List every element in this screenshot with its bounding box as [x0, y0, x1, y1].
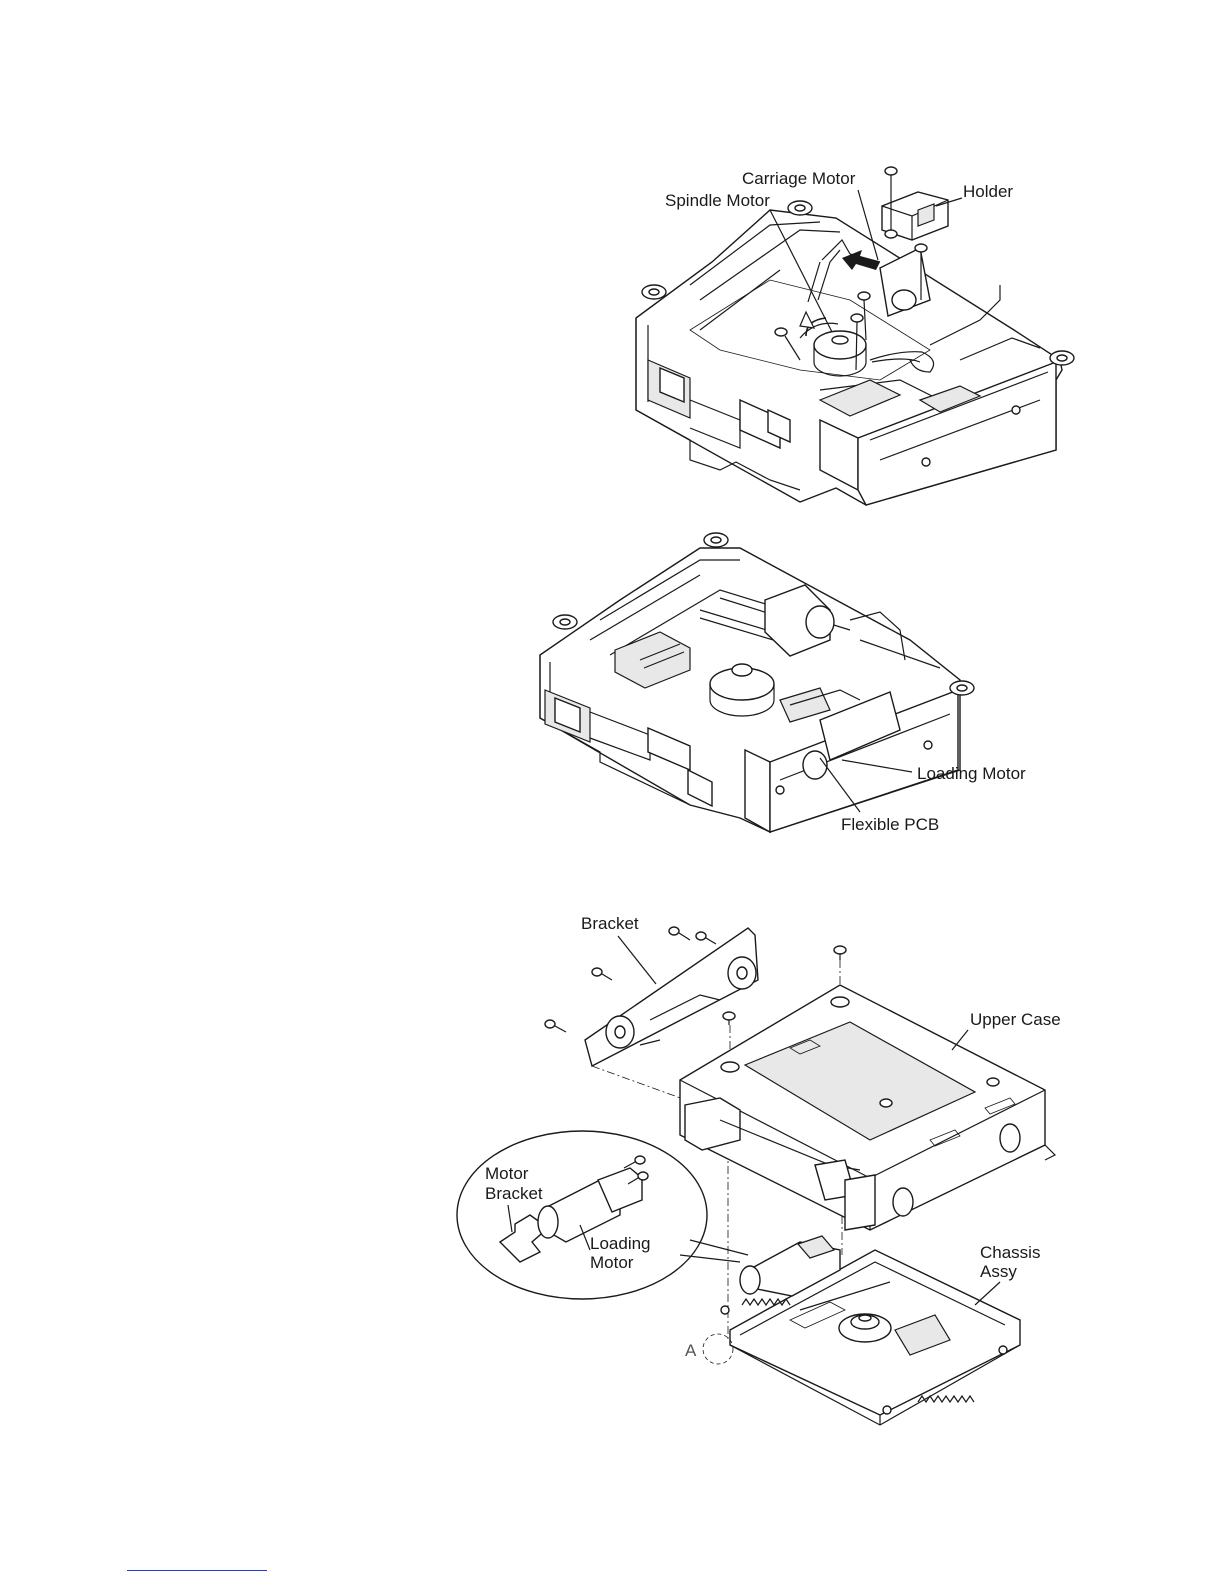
bracket-label: Bracket — [581, 914, 639, 934]
chassis-assy-label-line1: Chassis — [980, 1243, 1040, 1263]
inset-loading-motor-label-line1: Loading — [590, 1234, 651, 1254]
figure-3-exploded-view — [457, 927, 1055, 1425]
screw-icon — [669, 927, 690, 940]
screw-icon — [723, 1012, 735, 1025]
screw-icon — [696, 932, 716, 944]
screw-icon — [834, 946, 846, 960]
upper-case-label: Upper Case — [970, 1010, 1061, 1030]
footer-link-rule[interactable] — [127, 1570, 267, 1571]
motor-bracket-label-line1: Motor — [485, 1164, 528, 1184]
motor-bracket-label-line2: Bracket — [485, 1184, 543, 1204]
inset-loading-motor-label-line2: Motor — [590, 1253, 633, 1273]
chassis-assy-label-line2: Assy — [980, 1262, 1017, 1282]
point-a-label: A — [685, 1341, 696, 1361]
screw-icon — [545, 1020, 566, 1032]
screw-icon — [592, 968, 612, 980]
